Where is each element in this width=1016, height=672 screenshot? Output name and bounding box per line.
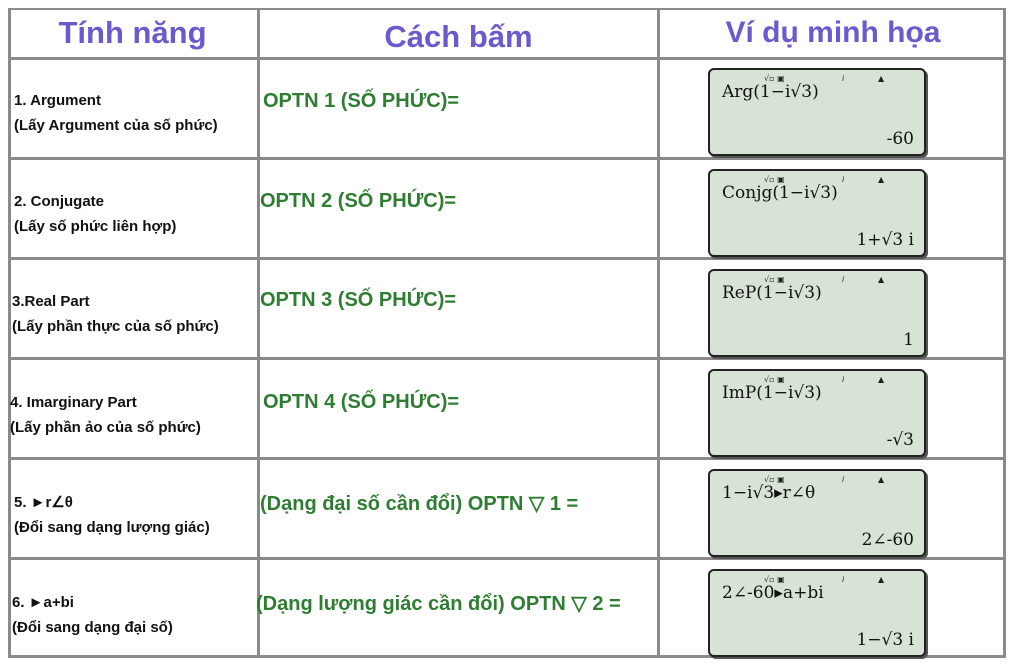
row-divider [8,357,1006,360]
feature-title: 2. Conjugate [14,193,105,210]
feature-description: (Lấy số phức liên hợp) [14,218,177,235]
header-feature: Tính năng [58,15,207,50]
screen-result: 2∠-60 [861,530,914,550]
row-divider [8,157,1006,160]
feature-title: 3.Real Part [12,293,90,310]
screen-expression: 2∠-60▸a+bi [722,583,824,603]
mode-indicator-icon: √▫ ▣ [764,575,785,584]
screen-result: 1−√3 i [856,630,914,650]
row-divider [8,457,1006,460]
imaginary-indicator-icon: i [842,275,845,284]
calculator-screen-1: √▫ ▣ i ▲ Arg(1−i√3) -60 [708,68,926,156]
keystroke-cell-6: (Dạng lượng giác cần đổi) OPTN ▽ 2 = [256,593,621,615]
imaginary-indicator-icon: i [842,475,845,484]
row-divider [8,557,1006,560]
mode-indicator-icon: √▫ ▣ [764,175,785,184]
scroll-up-indicator-icon: ▲ [878,475,885,484]
scroll-up-indicator-icon: ▲ [878,375,885,384]
mode-indicator-icon: √▫ ▣ [764,74,785,83]
feature-cell-4: 4. Imarginary Part (Lấy phần ảo của số p… [10,390,201,440]
screen-expression: Arg(1−i√3) [722,82,819,102]
feature-description: (Lấy phần thực của số phức) [12,318,219,335]
imaginary-indicator-icon: i [842,175,845,184]
feature-cell-6: 6. ►a+bi (Đổi sang dạng đại số) [12,590,173,640]
keystroke-cell-2: OPTN 2 (SỐ PHỨC)= [260,190,457,212]
screen-expression: ImP(1−i√3) [722,383,822,403]
scroll-up-indicator-icon: ▲ [878,175,885,184]
feature-description: (Lấy Argument của số phức) [14,117,218,134]
screen-expression: 1−i√3▸r∠θ [722,483,816,503]
mode-indicator-icon: √▫ ▣ [764,375,785,384]
imaginary-indicator-icon: i [842,575,845,584]
imaginary-indicator-icon: i [842,375,845,384]
header-example: Ví dụ minh họa [725,16,941,49]
feature-title: 6. ►a+bi [12,594,74,611]
row-divider [8,257,1006,260]
scroll-up-indicator-icon: ▲ [878,74,885,83]
mode-indicator-icon: √▫ ▣ [764,275,785,284]
column-divider [257,8,260,658]
feature-cell-3: 3.Real Part (Lấy phần thực của số phức) [12,289,219,339]
screen-result: -√3 [886,430,914,450]
keystroke-cell-3: OPTN 3 (SỐ PHỨC)= [260,289,457,311]
scroll-up-indicator-icon: ▲ [878,275,885,284]
calculator-screen-3: √▫ ▣ i ▲ ReP(1−i√3) 1 [708,269,926,357]
imaginary-indicator-icon: i [842,74,845,83]
feature-description: (Lấy phần ảo của số phức) [10,419,201,436]
screen-result: 1+√3 i [856,230,914,250]
feature-title: 5. ►r∠θ [14,494,73,511]
feature-table [8,8,1006,658]
scroll-up-indicator-icon: ▲ [878,575,885,584]
screen-expression: Conjg(1−i√3) [722,183,838,203]
calculator-screen-4: √▫ ▣ i ▲ ImP(1−i√3) -√3 [708,369,926,457]
screen-result: 1 [903,330,914,350]
row-divider [8,57,1006,60]
feature-cell-5: 5. ►r∠θ (Đổi sang dạng lượng giác) [14,490,210,540]
screen-result: -60 [886,129,914,149]
feature-title: 4. Imarginary Part [10,394,137,411]
feature-title: 1. Argument [14,92,101,109]
keystroke-cell-4: OPTN 4 (SỐ PHỨC)= [263,391,460,413]
feature-cell-1: 1. Argument (Lấy Argument của số phức) [14,88,218,138]
keystroke-cell-1: OPTN 1 (SỐ PHỨC)= [263,90,460,112]
calculator-screen-5: √▫ ▣ i ▲ 1−i√3▸r∠θ 2∠-60 [708,469,926,557]
feature-description: (Đổi sang dạng đại số) [12,619,173,636]
screen-expression: ReP(1−i√3) [722,283,822,303]
feature-description: (Đổi sang dạng lượng giác) [14,519,210,536]
header-keystroke: Cách bấm [384,19,533,54]
calculator-screen-2: √▫ ▣ i ▲ Conjg(1−i√3) 1+√3 i [708,169,926,257]
feature-cell-2: 2. Conjugate (Lấy số phức liên hợp) [14,189,176,239]
keystroke-cell-5: (Dạng đại số cần đổi) OPTN ▽ 1 = [260,493,579,515]
column-divider [657,8,660,658]
calculator-screen-6: √▫ ▣ i ▲ 2∠-60▸a+bi 1−√3 i [708,569,926,657]
mode-indicator-icon: √▫ ▣ [764,475,785,484]
